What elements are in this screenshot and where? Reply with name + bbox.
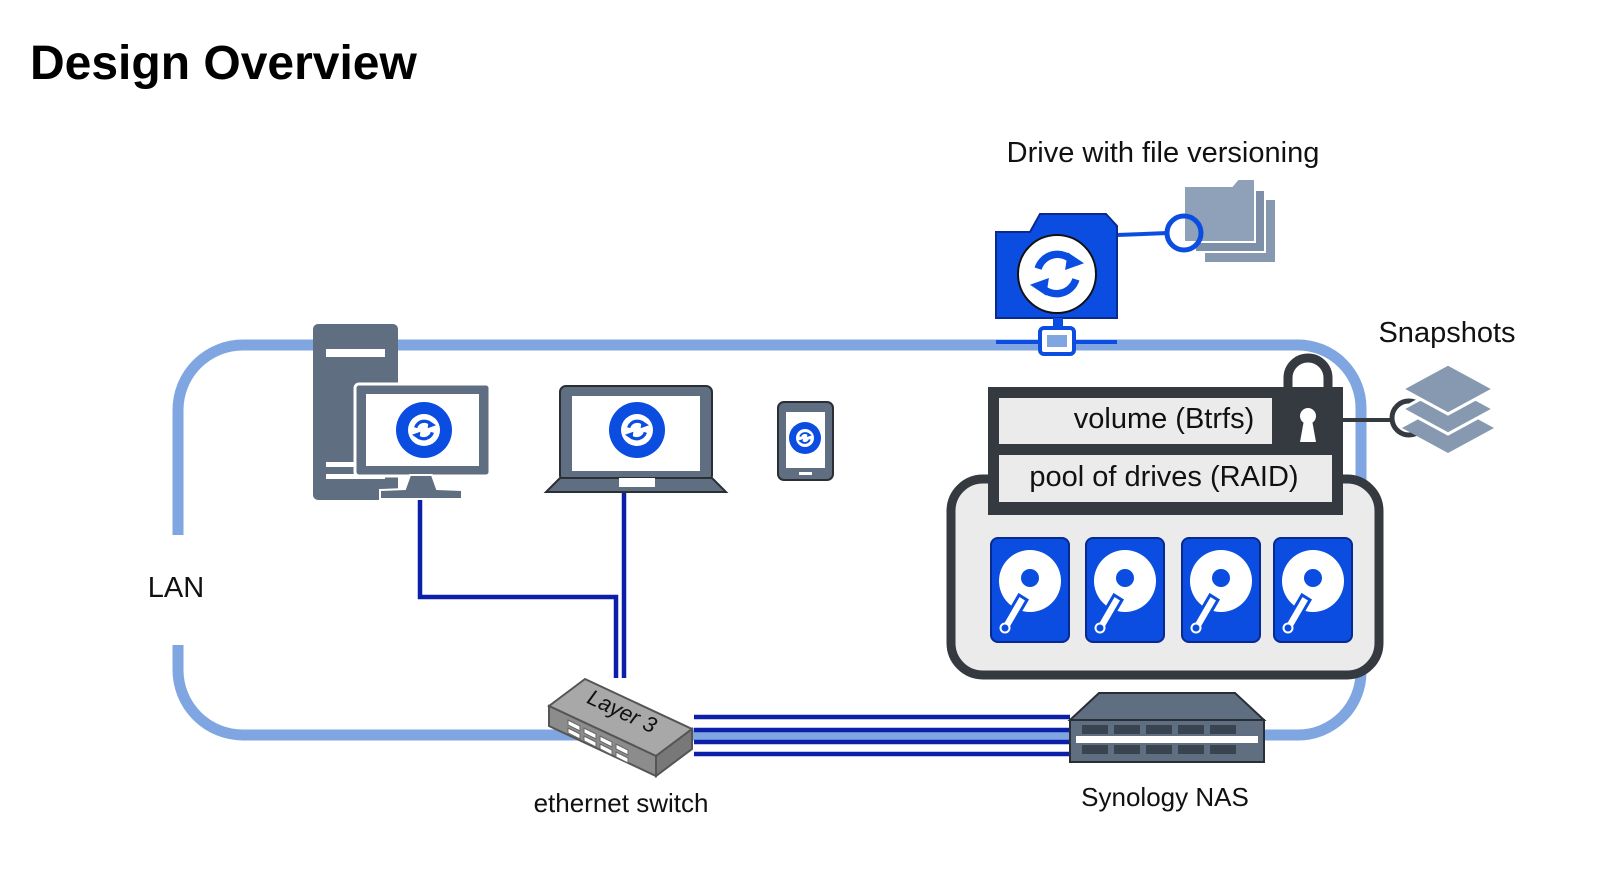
layers-icon [1398,362,1498,453]
volume-stack [988,353,1343,515]
pool-label: pool of drives (RAID) [1029,461,1298,493]
page-title: Design Overview [30,37,417,90]
drive-label: Drive with file versioning [1007,137,1320,169]
nas-icon [1067,692,1267,763]
laptop-icon [543,385,729,493]
hard-drive-icon-2 [1084,536,1166,644]
phone-icon [777,401,834,481]
hard-drive-icon-4 [1272,536,1354,644]
cables [417,487,1070,757]
versioning-connector [1116,231,1169,237]
drive-sync-icon [995,213,1118,356]
nas-label: Synology NAS [1081,782,1249,812]
volume-label: volume (Btrfs) [1074,403,1254,435]
lan-label: LAN [148,572,204,604]
hard-drive-icon-1 [989,536,1071,644]
snapshots-label: Snapshots [1378,317,1515,349]
versioning-connector-node [1164,213,1204,253]
switch-label: ethernet switch [534,788,709,818]
hard-drive-icon-3 [1180,536,1262,644]
desktop-computer-icon [313,324,492,500]
network-switch-icon [547,677,694,778]
